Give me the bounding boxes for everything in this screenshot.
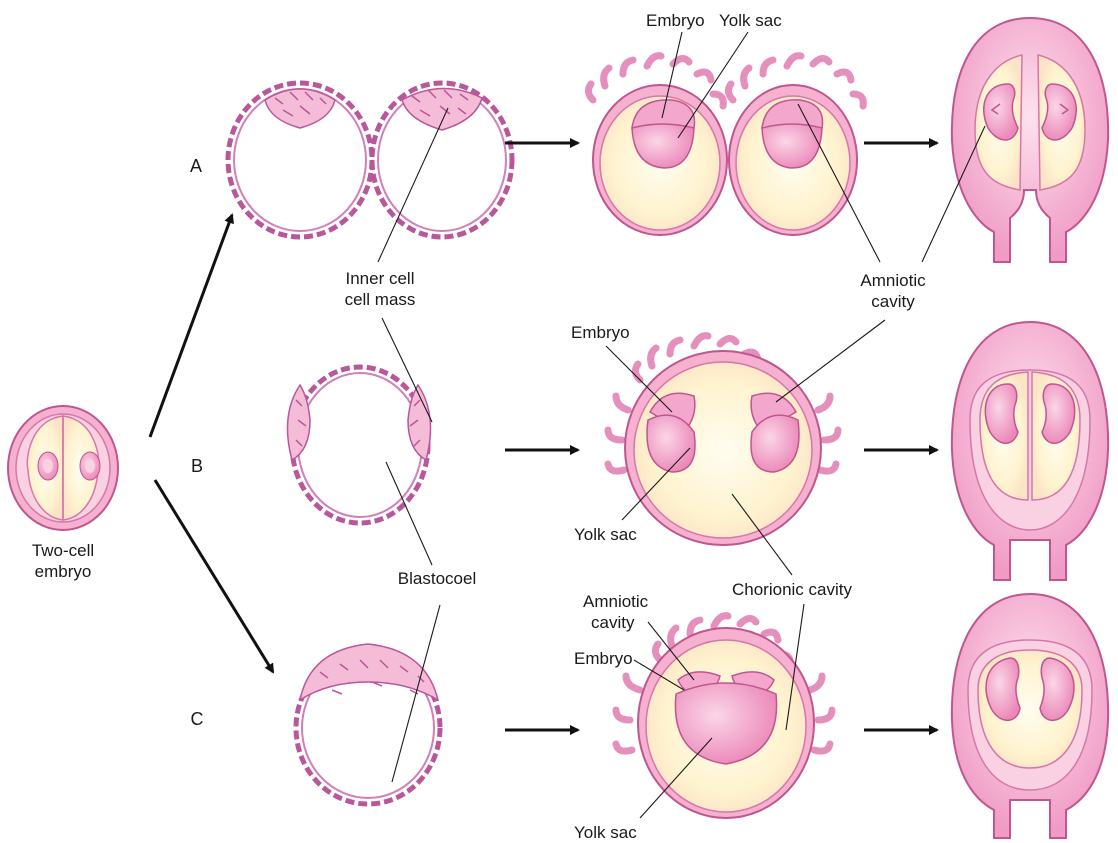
- label-blastocoel: Blastocoel: [398, 569, 476, 588]
- row-label-c: C: [191, 709, 204, 729]
- arrow-to-a: [150, 215, 232, 437]
- label-amniotic-c-line2: cavity: [591, 613, 635, 632]
- row-label-b: B: [191, 456, 203, 476]
- blastocyst-b: [288, 367, 431, 523]
- chorion-c: [616, 616, 832, 818]
- label-embryo-c: Embryo: [574, 649, 633, 668]
- arrow-to-c: [155, 480, 273, 672]
- label-amniotic-c-line1: Amniotic: [583, 592, 649, 611]
- two-cell-label-line1: Two-cell: [32, 541, 94, 560]
- blastocyst-a-right: [372, 83, 512, 237]
- chorion-b: [608, 336, 838, 545]
- label-inner-cell-line1: Inner cell: [346, 269, 415, 288]
- label-yolk-sac-a: Yolk sac: [719, 11, 782, 30]
- blastocyst-a-left: [228, 83, 372, 237]
- label-amniotic-line2: cavity: [871, 292, 915, 311]
- fetus-pair-a: [952, 18, 1108, 262]
- label-chorionic-cavity: Chorionic cavity: [732, 580, 852, 599]
- two-cell-embryo: [8, 406, 118, 530]
- label-embryo-b: Embryo: [571, 323, 630, 342]
- label-yolk-sac-c: Yolk sac: [574, 823, 637, 842]
- chorion-a-right: [728, 56, 863, 235]
- leader-inner-cell-b: [382, 318, 432, 422]
- label-yolk-sac-b: Yolk sac: [574, 525, 637, 544]
- row-label-a: A: [190, 156, 202, 176]
- two-cell-label-line2: embryo: [35, 562, 92, 581]
- fetus-pair-c: [952, 594, 1108, 838]
- label-embryo-a: Embryo: [646, 11, 705, 30]
- blastocyst-c: [296, 644, 440, 804]
- label-inner-cell-line2: cell mass: [345, 290, 416, 309]
- leader-amniotic-b: [776, 320, 885, 402]
- chorion-a-left: [588, 56, 727, 235]
- label-amniotic-line1: Amniotic: [860, 271, 926, 290]
- fetus-pair-b: [952, 322, 1108, 580]
